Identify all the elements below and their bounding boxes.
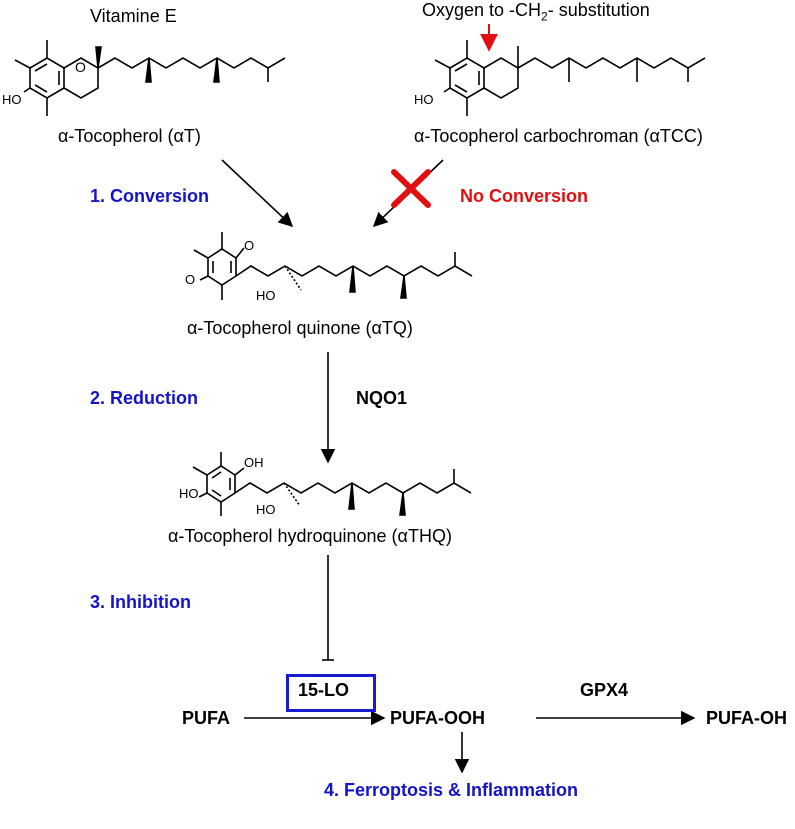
gpx4-label: GPX4: [580, 680, 629, 700]
alpha-tocopherol-quinone-label: α-Tocopherol quinone (αTQ): [187, 318, 413, 338]
alpha-tocopherol-carbochroman-label: α-Tocopherol carbochroman (αTCC): [414, 126, 703, 146]
step-conversion-label: 1. Conversion: [90, 186, 210, 206]
pufa-ooh-label: PUFA-OOH: [390, 708, 486, 728]
alpha-tocopherol-carbochroman-structure: [434, 40, 706, 116]
hydroquinone-hydroxyl-top: OH: [244, 455, 264, 470]
alpha-tocopherol-hydroquinone-structure: [192, 452, 472, 516]
alpha-tocopherol-label: α-Tocopherol (αT): [58, 126, 201, 146]
15-lo-box: [286, 674, 376, 712]
step-reduction-label: 2. Reduction: [90, 388, 199, 408]
hydroxyl-label-at: HO: [2, 92, 22, 107]
substitution-prefix: Oxygen to -CH: [422, 0, 542, 20]
quinone-oxygen-bottom: O: [185, 272, 195, 287]
quinone-oxygen-top: O: [244, 238, 254, 253]
substitution-label: Oxygen to -CH2- substitution: [422, 0, 650, 24]
blocked-cross-icon: [391, 169, 431, 208]
alpha-tocopherol-structure: [14, 40, 286, 116]
quinone-hydroxyl: HO: [256, 288, 276, 303]
substitution-subscript: 2: [541, 9, 548, 24]
hydroquinone-hydroxyl-left: HO: [179, 486, 199, 501]
alpha-tocopherol-hydroquinone-label: α-Tocopherol hydroquinone (αTHQ): [168, 526, 452, 546]
hydroquinone-hydroxyl-chain: HO: [256, 502, 276, 517]
nqo1-label: NQO1: [356, 388, 408, 408]
pufa-label: PUFA: [182, 708, 231, 728]
pufa-oh-label: PUFA-OH: [706, 708, 787, 728]
step-inhibition-label: 3. Inhibition: [90, 592, 191, 612]
ring-oxygen-label: O: [75, 59, 86, 75]
alpha-tocopherol-quinone-structure: [193, 232, 473, 300]
conversion-arrow: [221, 159, 294, 227]
no-conversion-label: No Conversion: [460, 186, 589, 206]
hydroxyl-label-atcc: HO: [414, 92, 434, 107]
vitamin-e-label: Vitamine E: [90, 6, 177, 26]
step-ferroptosis-label: 4. Ferroptosis & Inflammation: [324, 780, 579, 800]
substitution-suffix: - substitution: [547, 0, 650, 20]
15-lo-label: 15-LO: [298, 680, 350, 700]
